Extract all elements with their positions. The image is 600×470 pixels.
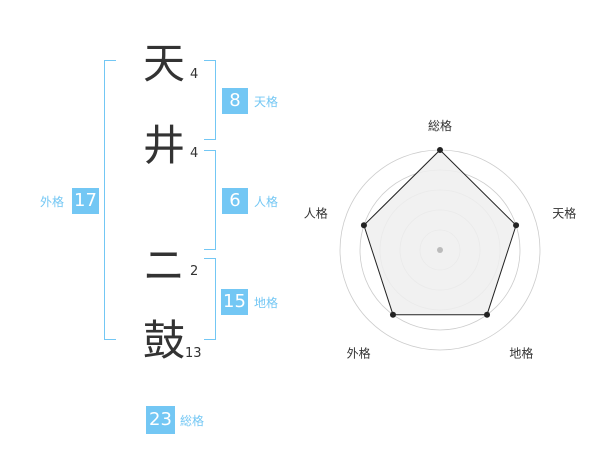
radar-axis-label-gaikaku: 外格 [347, 346, 371, 361]
radar-points [360, 147, 520, 318]
chikaku-value: 15 [221, 289, 248, 315]
radar-axis-label-chikaku: 地格 [509, 346, 533, 361]
tenkaku-value: 8 [222, 88, 248, 114]
radar-axis-label-jinkaku: 人格 [304, 206, 328, 221]
radar-point [484, 311, 491, 318]
radar-point [513, 222, 520, 229]
stroke-count-4: 13 [185, 346, 202, 361]
gaikaku-bracket [104, 60, 116, 340]
tenkaku-bracket [204, 60, 216, 140]
radar-chart: 総格 天格 地格 外格 人格 [304, 118, 576, 361]
gaikaku-value: 17 [72, 188, 99, 214]
name-char-3: ニ [143, 241, 186, 290]
chikaku-bracket [204, 258, 216, 340]
soukaku-label: 総格 [180, 414, 205, 428]
stroke-count-1: 4 [190, 67, 199, 82]
jinkaku-value: 6 [222, 188, 248, 214]
gaikaku-label: 外格 [40, 195, 65, 209]
radar-area [363, 149, 517, 316]
jinkaku-bracket [204, 150, 216, 250]
radar-point [360, 222, 367, 229]
stroke-count-3: 2 [190, 264, 199, 279]
radar-axis-label-tenkaku: 天格 [552, 206, 576, 221]
name-char-2: 井 [143, 121, 186, 170]
name-char-1: 天 [143, 39, 186, 88]
radar-point [389, 311, 396, 318]
radar-axis-label-soukaku: 総格 [428, 118, 452, 133]
chikaku-label: 地格 [254, 296, 279, 310]
soukaku-value: 23 [146, 406, 175, 434]
radar-center [437, 247, 443, 253]
tenkaku-label: 天格 [254, 95, 279, 109]
radar-point [437, 147, 443, 153]
name-char-4: 鼓 [143, 316, 186, 365]
stroke-count-2: 4 [190, 146, 199, 161]
jinkaku-label: 人格 [254, 195, 279, 209]
